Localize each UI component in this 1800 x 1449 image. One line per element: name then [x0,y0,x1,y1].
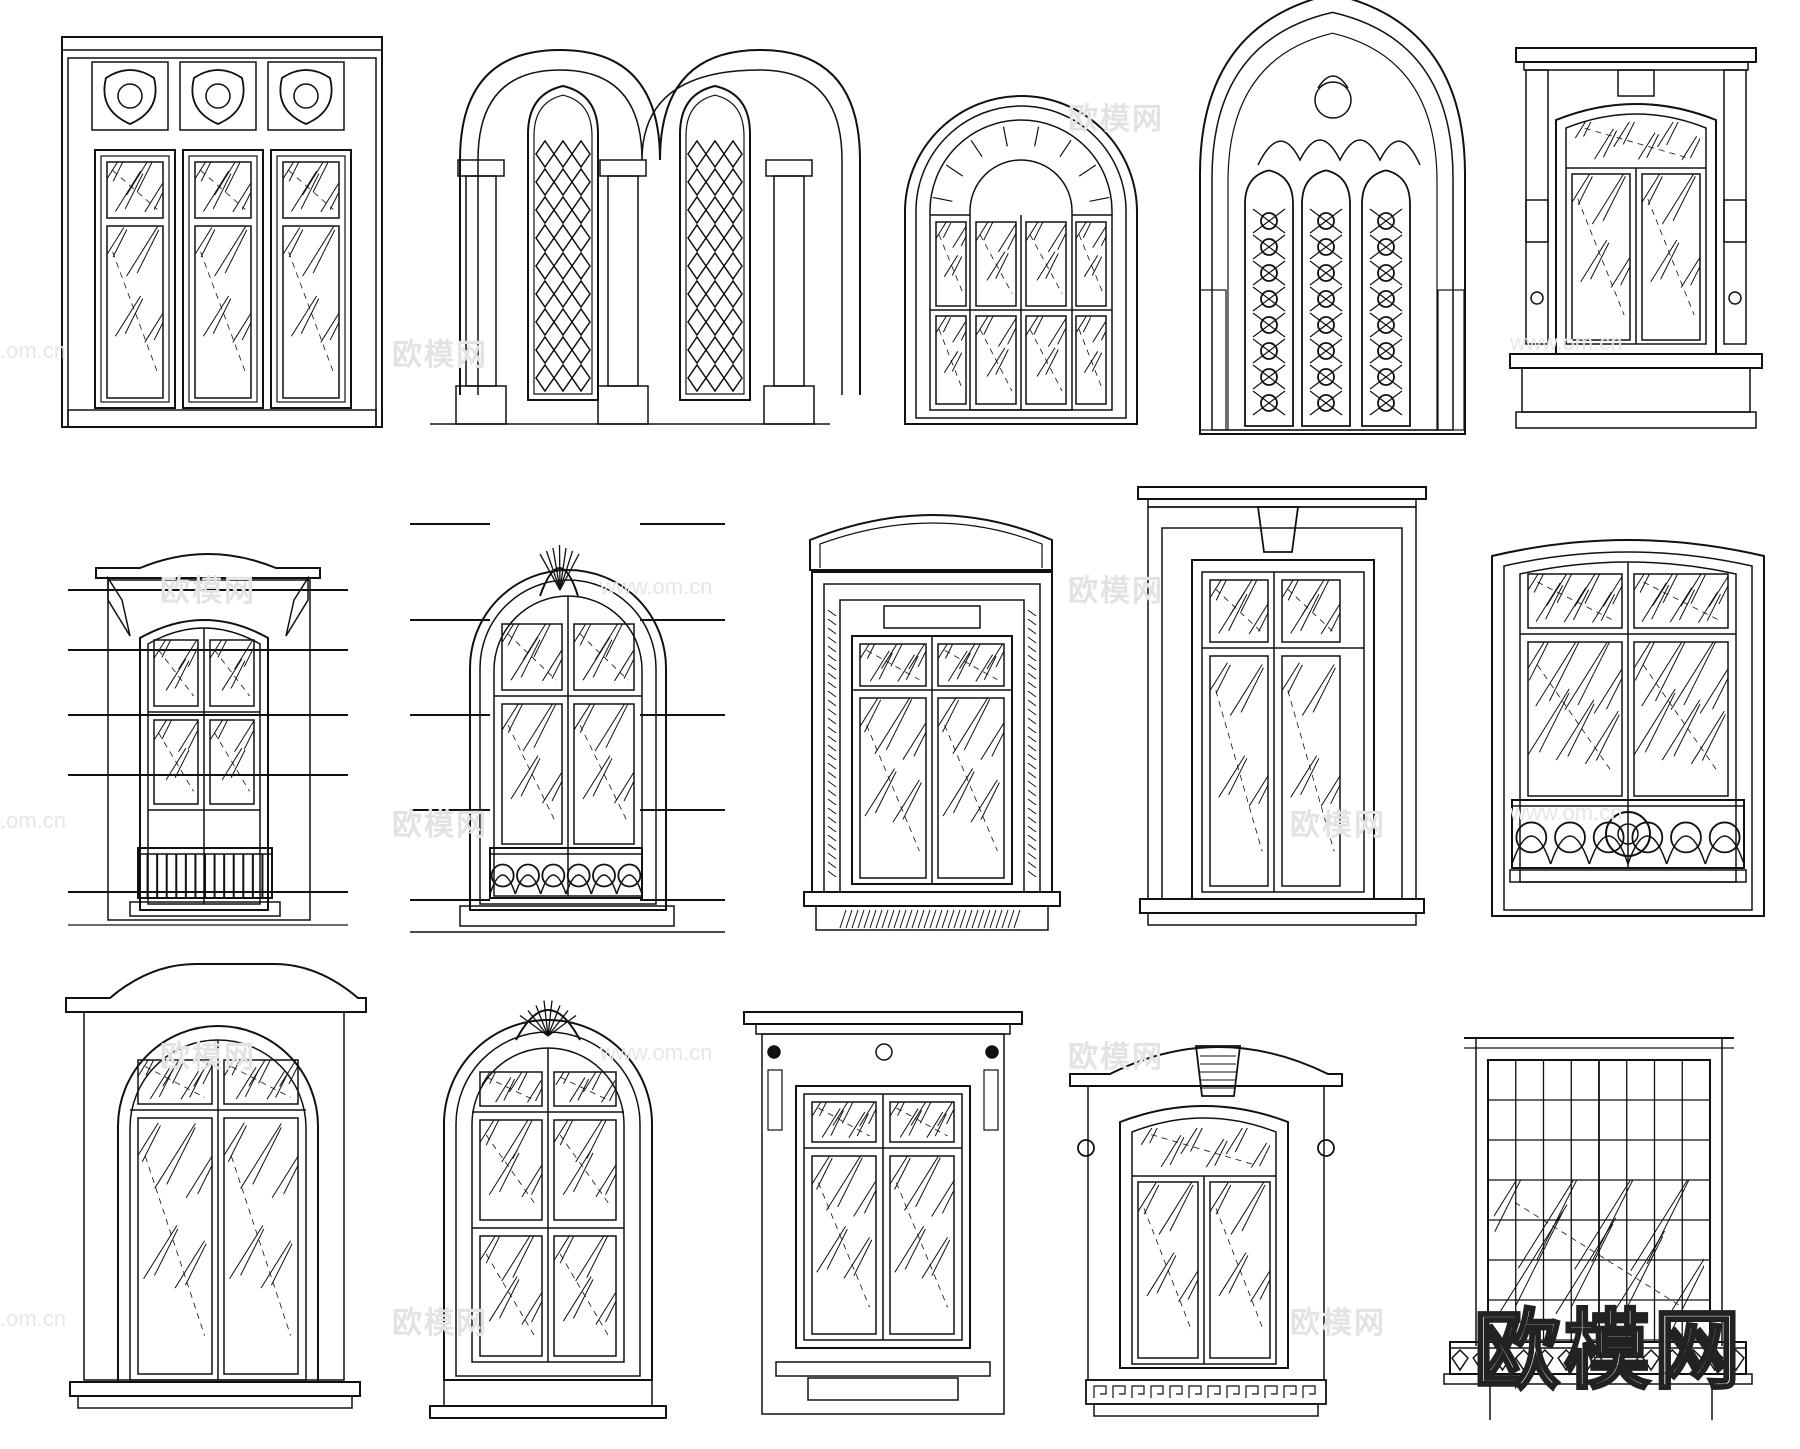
watermark-url: .om.cn [0,1306,67,1331]
window-w8 [803,514,1061,931]
window-w1 [61,36,383,428]
watermark-brand: 欧模网 [392,1306,488,1341]
watermark-brand: 欧模网 [160,1040,256,1075]
window-w5 [1509,47,1763,429]
window-w4 [1199,0,1466,435]
watermark-brand: 欧模网 [1290,1306,1386,1341]
window-w14 [1069,1045,1343,1417]
window-w2 [430,48,861,425]
window-w13 [743,1011,1023,1415]
window-w12 [429,1000,667,1419]
watermark-url: .om.cn [0,808,67,833]
watermark-brand: 欧模网 [392,338,488,373]
watermark-url: www.om.cn [1510,330,1623,355]
watermark-brand: 欧模网 [1068,574,1164,609]
window-w9 [1137,486,1427,926]
window-w11 [65,963,367,1409]
watermark-brand: 欧模网 [160,574,256,609]
window-w7 [410,523,725,933]
watermark-url: www.om.cn [1510,800,1623,825]
watermark-url: .om.cn [0,338,67,363]
window-w6 [68,553,348,926]
window-w10 [1491,539,1765,917]
window-w3 [904,95,1138,425]
watermark-brand: 欧模网 [1068,1040,1164,1075]
window-w15 [1443,1037,1753,1420]
watermark-url: www.om.cn [600,574,713,599]
watermark-url: www.om.cn [600,1040,713,1065]
watermark-brand: 欧模网 [1290,808,1386,843]
watermark-large: 欧模网 [1473,1300,1744,1403]
watermark-brand: 欧模网 [392,808,488,843]
watermark-brand: 欧模网 [1068,102,1164,137]
